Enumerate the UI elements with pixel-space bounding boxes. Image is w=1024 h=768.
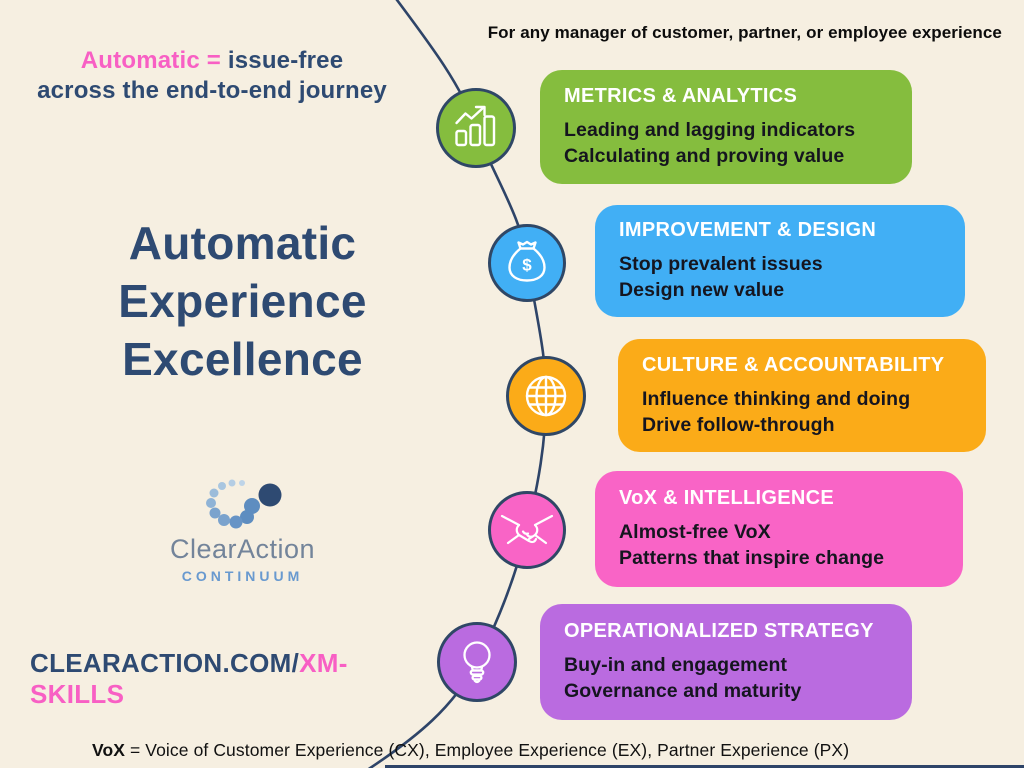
milestone-card-culture: CULTURE & ACCOUNTABILITY Influence think… — [618, 339, 986, 452]
clearaction-logo: ClearAction CONTINUUM — [140, 476, 345, 584]
card-title: IMPROVEMENT & DESIGN — [619, 219, 877, 241]
tagline-line2: across the end-to-end journey — [37, 77, 387, 104]
website-highlight: XM-SKILLS — [30, 648, 348, 709]
card-line: Buy-in and engagement — [564, 654, 788, 676]
page-title-line1: Automatic — [128, 217, 357, 269]
milestone-card-improvement: IMPROVEMENT & DESIGN Stop prevalent issu… — [595, 205, 965, 317]
footnote: VoX = Voice of Customer Experience (CX),… — [92, 740, 972, 761]
milestone-card-vox: VoX & INTELLIGENCE Almost-free VoX Patte… — [595, 471, 963, 587]
card-line: Almost-free VoX — [619, 521, 771, 543]
card-title: OPERATIONALIZED STRATEGY — [564, 620, 874, 642]
logo-subname: CONTINUUM — [181, 568, 304, 584]
money-bag-icon: $ — [508, 240, 546, 282]
globe-icon — [525, 375, 567, 417]
page-title: Automatic Experience Excellence — [55, 214, 430, 388]
footnote-definition: = Voice of Customer Experience (CX), Emp… — [125, 740, 850, 760]
svg-text:$: $ — [522, 256, 532, 275]
milestone-circle-strategy — [437, 622, 517, 702]
milestone-circle-vox — [488, 491, 566, 569]
logo-dots-icon — [205, 479, 281, 529]
milestone-circle-metrics — [436, 88, 516, 168]
audience-text: For any manager of customer, partner, or… — [487, 23, 1002, 42]
tagline-highlight: Automatic = — [80, 47, 221, 74]
milestone-circle-improvement: $ — [488, 224, 566, 302]
milestone-card-metrics: METRICS & ANALYTICS Leading and lagging … — [540, 70, 912, 184]
footnote-term: VoX — [92, 740, 126, 760]
page-title-line3: Excellence — [122, 333, 363, 385]
tagline: Automatic = issue-free across the end-to… — [26, 46, 398, 106]
handshake-icon — [500, 514, 554, 545]
tagline-rest: issue-free — [220, 47, 344, 74]
lightbulb-icon — [463, 641, 491, 684]
website-base: CLEARACTION.COM/ — [30, 648, 300, 678]
card-title: METRICS & ANALYTICS — [564, 85, 798, 107]
card-line: Design new value — [619, 279, 785, 301]
bottom-edge-strip — [385, 765, 1024, 768]
milestone-circle-culture — [506, 356, 586, 436]
card-title: CULTURE & ACCOUNTABILITY — [642, 353, 945, 376]
logo-name: ClearAction — [169, 534, 316, 564]
bar-chart-icon — [455, 105, 496, 147]
card-line: Stop prevalent issues — [619, 253, 823, 275]
card-line: Leading and lagging indicators — [564, 119, 856, 141]
page-title-line2: Experience — [118, 275, 367, 327]
card-line: Calculating and proving value — [564, 145, 845, 167]
milestone-card-strategy: OPERATIONALIZED STRATEGY Buy-in and enga… — [540, 604, 912, 720]
card-line: Governance and maturity — [564, 680, 802, 702]
card-title: VoX & INTELLIGENCE — [619, 487, 835, 509]
card-line: Patterns that inspire change — [619, 547, 885, 569]
card-line: Influence thinking and doing — [642, 387, 911, 410]
card-line: Drive follow-through — [642, 413, 835, 436]
website-url: CLEARACTION.COM/XM-SKILLS — [30, 648, 430, 710]
